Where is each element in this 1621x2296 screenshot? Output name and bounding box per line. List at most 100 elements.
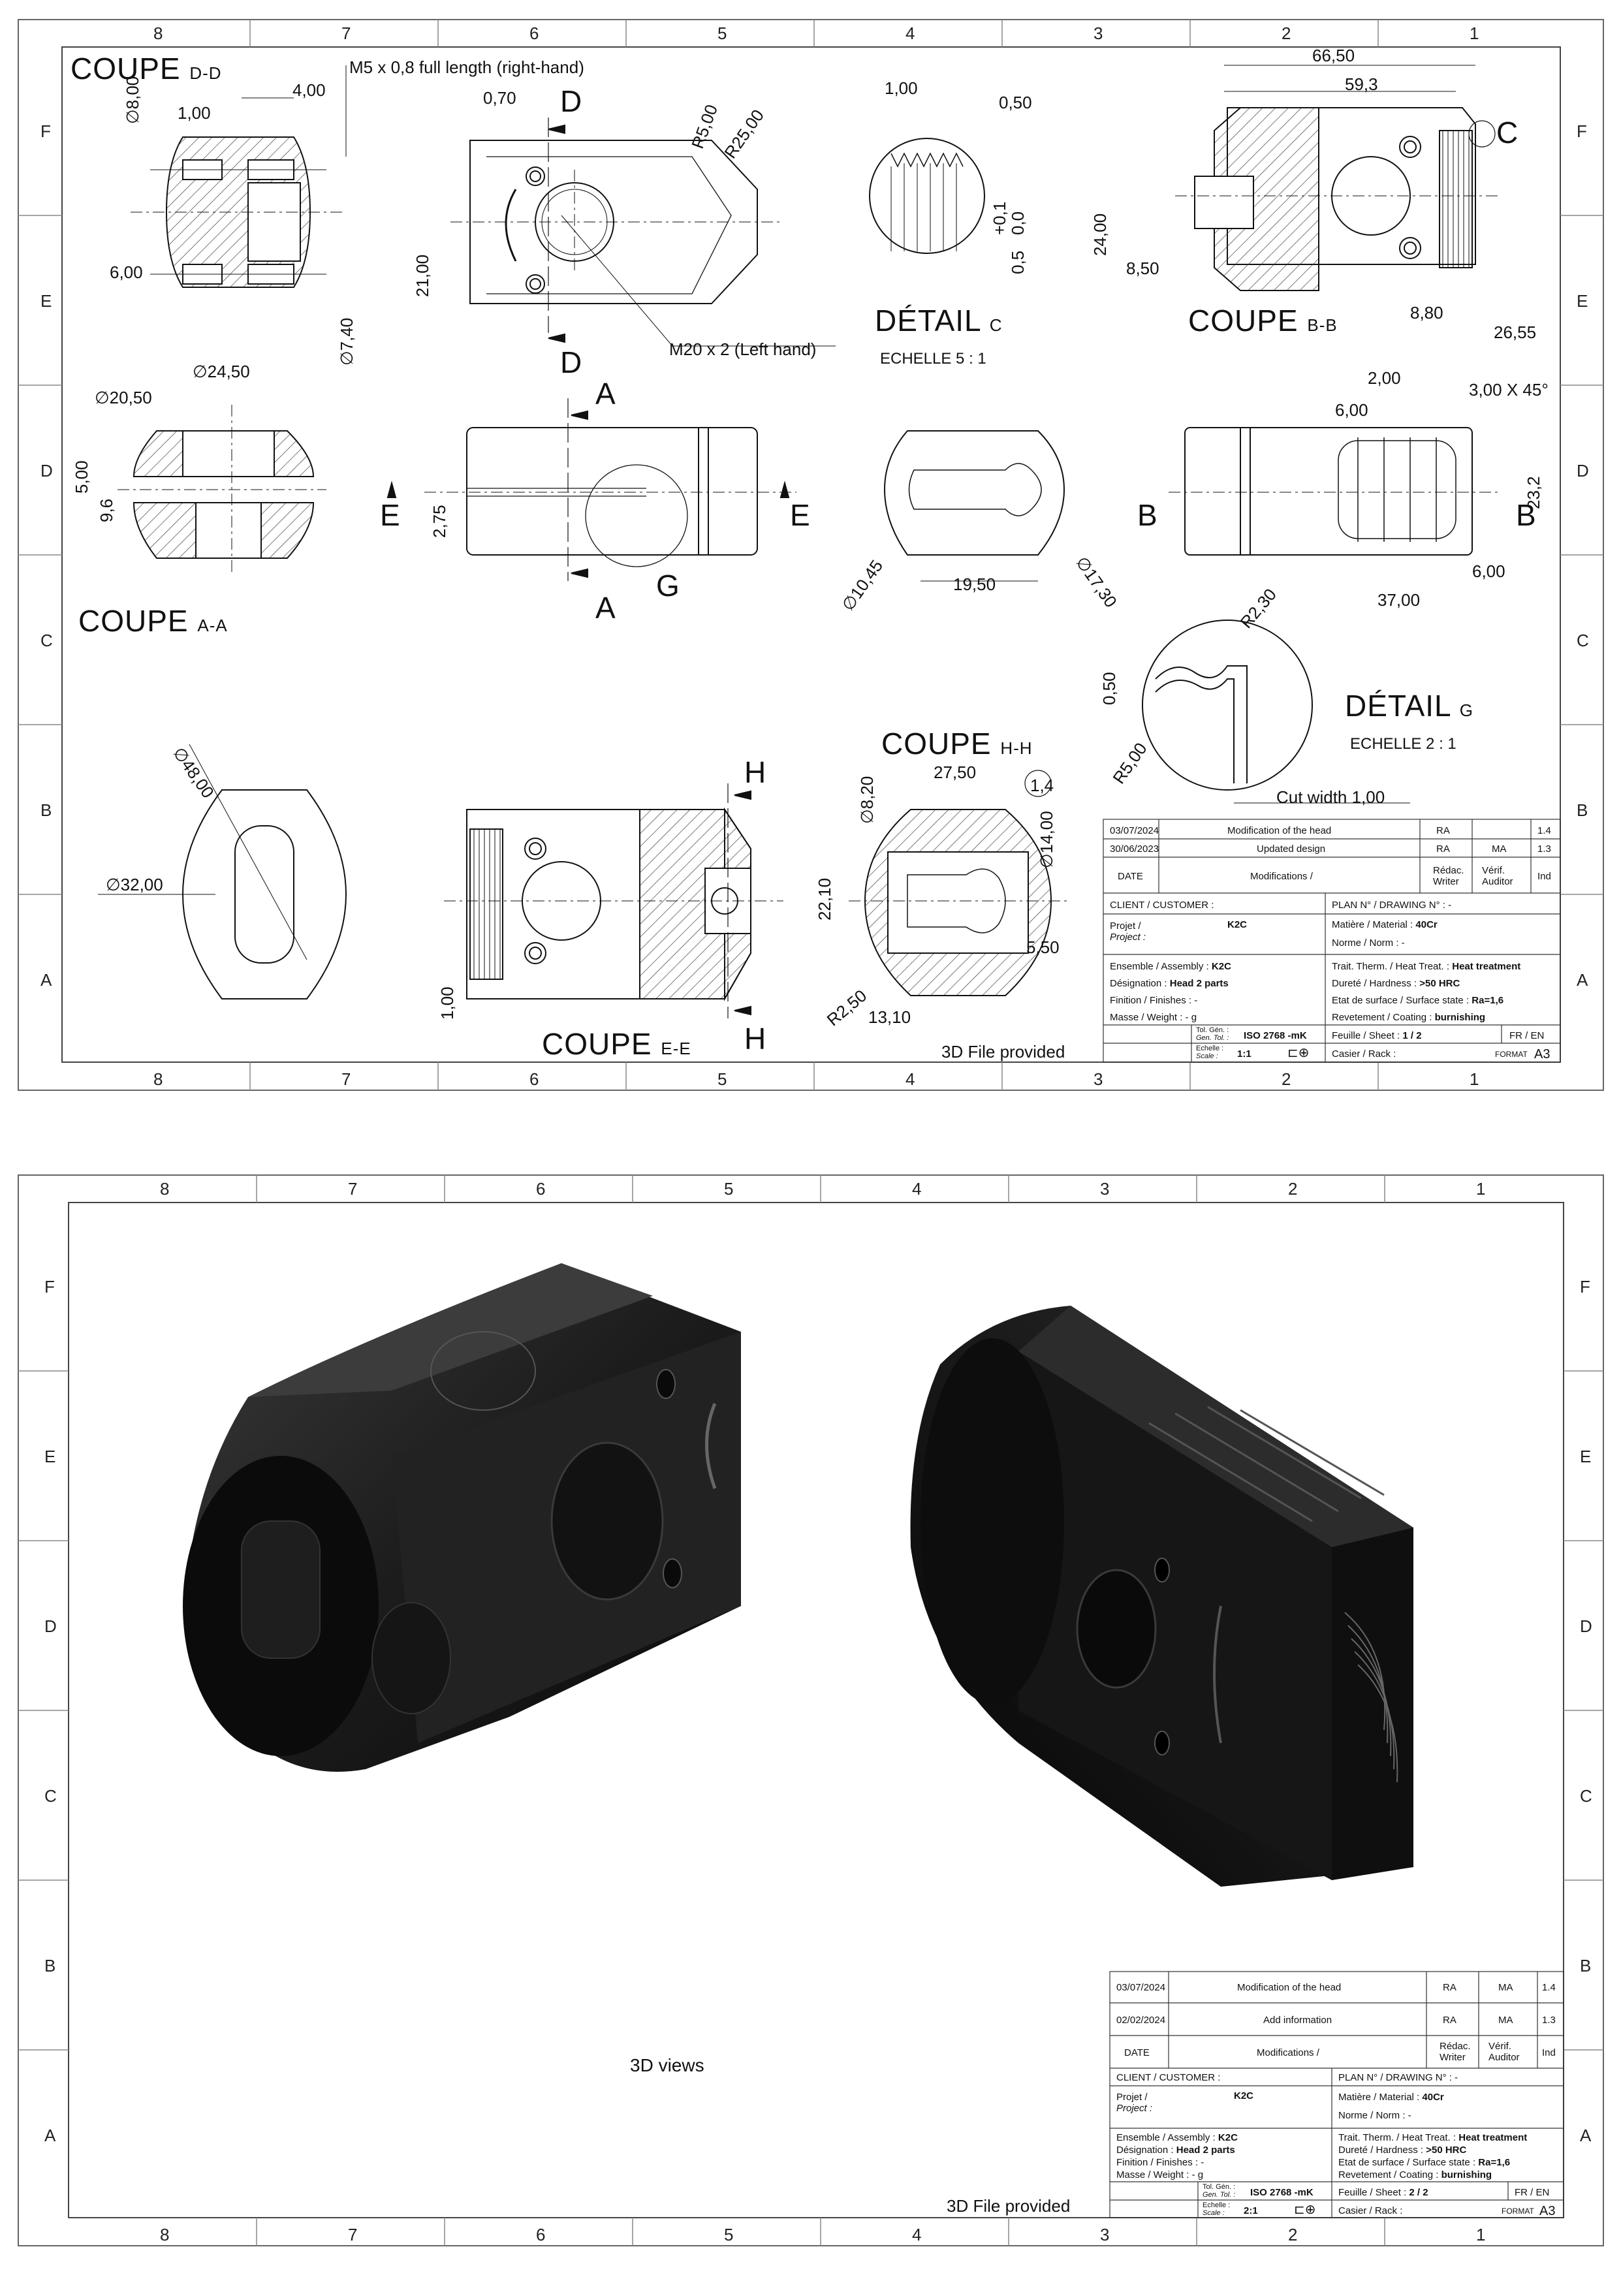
cut-letter-a-top: A <box>595 377 616 411</box>
zone2-row-b-right: B <box>1580 1956 1592 1975</box>
tb2-sheet: Feuille / Sheet : 2 / 2 <box>1338 2187 1428 2198</box>
tb2-rev2-writer: RA <box>1443 2015 1456 2026</box>
top-view-drawing <box>450 118 836 347</box>
caption-3d-views: 3D views <box>630 2055 704 2075</box>
zone2-col-8-bottom: 8 <box>160 2225 170 2244</box>
zone-row-b: B <box>40 800 52 820</box>
section-hh-drawing <box>849 770 1071 996</box>
zone-col-1-bottom: 1 <box>1470 1069 1479 1089</box>
tb1-scale-label: Echelle :Scale : <box>1196 1045 1224 1060</box>
tb1-ensemble: Ensemble / Assembly : K2C <box>1110 961 1231 972</box>
drawing-sheet-1: 8 7 6 5 4 3 2 1 8 7 6 5 4 3 2 1 F E D C … <box>0 0 1621 1110</box>
section-bb-drawing <box>1175 65 1502 291</box>
dim-c-tol-zero: 0,0 <box>1008 211 1028 235</box>
dim-d14-00: ∅14,00 <box>1037 811 1056 868</box>
sheet-2-frame <box>18 1174 1604 2246</box>
tb2-header-auditor: Vérif.Auditor <box>1488 2041 1520 2063</box>
zone-row-c: C <box>40 631 53 650</box>
tb2-projet: Projet /Project : <box>1116 2092 1153 2114</box>
tb1-finition: Finition / Finishes : - <box>1110 995 1198 1006</box>
dim-23-2: 23,2 <box>1524 476 1543 509</box>
cut-letter-e-left: E <box>380 498 401 532</box>
zone2-row-b: B <box>44 1956 56 1975</box>
dim-4-00: 4,00 <box>292 80 326 100</box>
section-bb-title: COUPE B-B <box>1188 304 1338 338</box>
tb2-header-date: DATE <box>1124 2047 1150 2058</box>
zone-row-a: A <box>40 970 52 990</box>
zone2-col-3-bottom: 3 <box>1100 2225 1110 2244</box>
front-view-drawing <box>98 744 347 999</box>
dim-6-00-bottom: 6,00 <box>1472 561 1505 581</box>
tb1-rev2-desc: Updated design <box>1257 843 1326 855</box>
cut-letter-g: G <box>656 569 680 603</box>
tb1-header-date: DATE <box>1118 871 1143 882</box>
dim-66-50: 66,50 <box>1312 46 1355 65</box>
zone-col-5-bottom: 5 <box>717 1069 727 1089</box>
zone2-col-7: 7 <box>348 1179 358 1199</box>
zone2-col-5: 5 <box>724 1179 734 1199</box>
side-view-b-drawing <box>1169 427 1502 556</box>
drawing-sheet-2: 8 7 6 5 4 3 2 1 8 7 6 5 4 3 2 1 F E D C … <box>0 1156 1621 2265</box>
zone2-col-1-bottom: 1 <box>1476 2225 1486 2244</box>
dim-0-70: 0,70 <box>483 88 516 108</box>
tb1-trait: Trait. Therm. / Heat Treat. : Heat treat… <box>1332 961 1521 972</box>
side-view-drawing <box>386 398 796 581</box>
title-block-2-frame <box>1109 1971 1564 2218</box>
tb2-ensemble: Ensemble / Assembly : K2C <box>1116 2132 1238 2143</box>
cut-letter-d-bottom: D <box>560 345 583 379</box>
zone2-row-c: C <box>44 1786 57 1806</box>
tb1-rev1-ind: 1.4 <box>1537 825 1551 836</box>
tb2-revet: Revetement / Coating : burnishing <box>1338 2169 1492 2180</box>
tb2-rev1-desc: Modification of the head <box>1237 1982 1342 1993</box>
section-dd-drawing <box>131 65 347 288</box>
dim-6-00-top: 6,00 <box>1335 400 1368 420</box>
zone-col-7-bottom: 7 <box>341 1069 351 1089</box>
tb2-rev2-date: 02/02/2024 <box>1116 2015 1166 2026</box>
zone2-row-a: A <box>44 2126 56 2145</box>
tb1-header-writer: Rédac.Writer <box>1433 865 1464 887</box>
zone-col-6: 6 <box>529 24 539 43</box>
zone2-row-d-right: D <box>1580 1616 1592 1636</box>
tb2-designation: Désignation : Head 2 parts <box>1116 2145 1235 2156</box>
tb2-projet-value: K2C <box>1234 2090 1254 2101</box>
zone-row-f: F <box>40 121 51 141</box>
zone2-col-2: 2 <box>1288 1179 1298 1199</box>
dim-2-00: 2,00 <box>1368 368 1401 388</box>
zone2-row-f: F <box>44 1277 55 1297</box>
tb2-casier: Casier / Rack : <box>1338 2205 1403 2216</box>
tb2-masse: Masse / Weight : - g <box>1116 2169 1204 2180</box>
dim-2-75: 2,75 <box>430 505 449 538</box>
tb2-lang: FR / EN <box>1515 2187 1550 2198</box>
tb1-tol-label: Tol. Gén. :Gen. Tol. : <box>1196 1026 1229 1042</box>
dim-c-tol-plus: +0,1 <box>990 201 1009 235</box>
tb1-matiere: Matière / Material : 40Cr <box>1332 919 1438 930</box>
dim-8-80: 8,80 <box>1410 303 1443 322</box>
tb2-format: A3 <box>1539 2204 1556 2218</box>
end-view-drawing <box>883 430 1065 582</box>
title-block-1-frame <box>1103 819 1561 1063</box>
cut-letter-a-bottom: A <box>595 591 616 625</box>
zone2-col-6: 6 <box>536 1179 546 1199</box>
tb2-norme: Norme / Norm : - <box>1338 2110 1411 2121</box>
tb2-rev2-ind: 1.3 <box>1542 2015 1556 2026</box>
tb1-rev2-ind: 1.3 <box>1537 843 1551 855</box>
zone-col-1: 1 <box>1470 24 1479 43</box>
zone2-col-6-bottom: 6 <box>536 2225 546 2244</box>
tb1-revet: Revetement / Coating : burnishing <box>1332 1012 1486 1023</box>
zone2-row-e-right: E <box>1580 1447 1592 1466</box>
dim-1-00-ee: 1,00 <box>437 986 457 1020</box>
dim-g-cut-width: Cut width 1,00 <box>1276 787 1385 807</box>
3d-view-left <box>183 1263 741 1772</box>
zone-col-8-bottom: 8 <box>153 1069 163 1089</box>
tb2-rev2-desc: Add information <box>1263 2015 1332 2026</box>
tb2-rev1-ind: 1.4 <box>1542 1982 1556 1993</box>
dim-19-50: 19,50 <box>953 574 996 594</box>
zone2-col-3: 3 <box>1100 1179 1110 1199</box>
cut-letter-e-right: E <box>790 498 811 532</box>
dim-m20-thread: M20 x 2 (Left hand) <box>669 339 817 359</box>
cut-letter-b-left: B <box>1137 498 1158 532</box>
zone-col-4: 4 <box>905 24 915 43</box>
zone-col-5: 5 <box>717 24 727 43</box>
dim-d32-00: ∅32,00 <box>106 875 163 894</box>
tb2-rev1-writer: RA <box>1443 1982 1456 1993</box>
